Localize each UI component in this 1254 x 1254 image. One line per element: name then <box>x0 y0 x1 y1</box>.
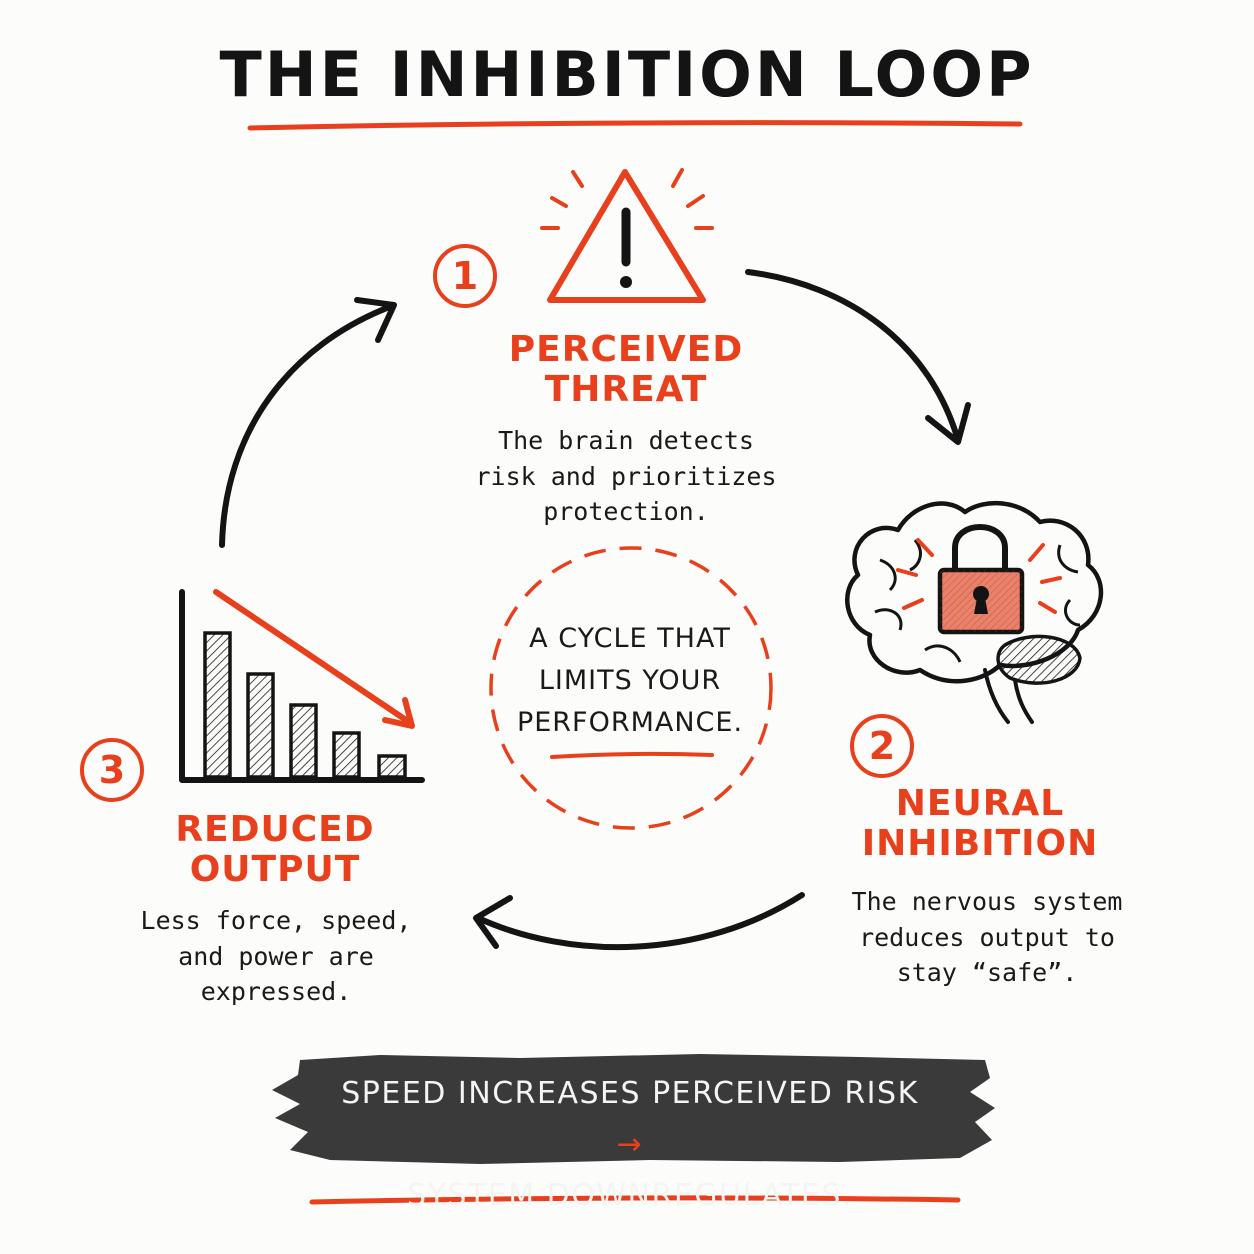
center-text-line: PERFORMANCE. <box>516 706 744 738</box>
step-3-desc-line: Less force, speed, <box>140 906 412 935</box>
page-title: THE INHIBITION LOOP <box>219 38 1035 111</box>
step-1-description: The brain detects risk and prioritizes p… <box>466 423 786 530</box>
banner-line-1-text: SPEED INCREASES PERCEIVED RISK <box>341 1076 919 1111</box>
step-1-desc-line: protection. <box>543 497 709 526</box>
banner-line-1: SPEED INCREASES PERCEIVED RISK → <box>280 1068 980 1170</box>
step-3-desc-line: and power are <box>178 941 374 971</box>
title-underline <box>247 120 1023 131</box>
bottom-underline <box>309 1195 961 1205</box>
step-2-desc-line: reduces output to <box>859 922 1115 952</box>
summary-banner: SPEED INCREASES PERCEIVED RISK → SYSTEM … <box>280 1068 980 1221</box>
center-text-line: LIMITS YOUR <box>538 664 722 696</box>
warning-triangle-icon <box>540 168 714 303</box>
brain-lock-icon <box>845 500 1104 724</box>
step-1-title-line2: THREAT <box>544 369 708 411</box>
step-1-desc-line: risk and prioritizes <box>475 461 777 491</box>
center-dashed-circle <box>489 546 773 830</box>
step-3-title-line1: REDUCED <box>175 809 375 850</box>
banner-line-2: SYSTEM DOWNREGULATES. <box>407 1178 853 1213</box>
loop-arrow-3-to-1 <box>219 297 397 548</box>
step-2-desc-line: stay “safe”. <box>896 958 1078 987</box>
step-2-desc-line: The nervous system <box>851 887 1123 916</box>
center-text-line: A CYCLE THAT <box>529 623 731 654</box>
step-1-desc-line: The brain detects <box>498 426 754 455</box>
arrow-right-icon: → <box>616 1127 644 1162</box>
step-2-title-line1: NEURAL <box>895 783 1065 824</box>
step-3-number: 3 <box>80 738 144 802</box>
declining-bar-chart-icon <box>179 589 425 783</box>
loop-arrow-1-to-2 <box>745 269 971 445</box>
step-3-desc-line: expressed. <box>200 977 352 1006</box>
step-3-title-line2: OUTPUT <box>189 849 361 891</box>
step-1-title-line1: PERCEIVED <box>508 329 744 370</box>
center-underline <box>550 751 714 759</box>
step-2-number: 2 <box>850 714 914 778</box>
summary-banner-bg <box>272 1054 995 1164</box>
step-3-title: REDUCED OUTPUT <box>125 809 425 891</box>
step-1-number: 1 <box>433 244 497 308</box>
step-3-description: Less force, speed, and power are express… <box>118 903 434 1010</box>
loop-arrow-2-to-3 <box>473 892 805 950</box>
step-2-title: NEURAL INHIBITION <box>830 783 1130 865</box>
step-2-description: The nervous system reduces output to sta… <box>822 884 1152 991</box>
center-cycle-text: A CYCLE THAT LIMITS YOUR PERFORMANCE. <box>500 618 760 744</box>
step-1-title: PERCEIVED THREAT <box>476 329 776 411</box>
step-2-title-line2: INHIBITION <box>861 823 1099 865</box>
